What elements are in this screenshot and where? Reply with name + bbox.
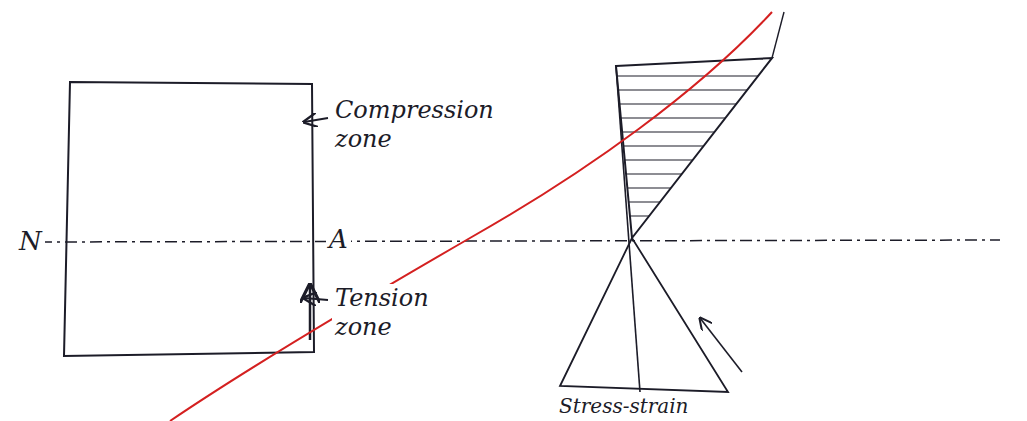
pointer-arrow [700, 318, 742, 372]
zone-label: Compression zone [332, 96, 508, 154]
hatching [600, 76, 790, 216]
neutral-axis [40, 240, 1000, 242]
beam-section [64, 82, 314, 356]
tension-triangle [560, 238, 728, 392]
axis-letter: N [16, 226, 45, 257]
deflection-curve [170, 12, 772, 421]
diagram-caption: Stress-strain [556, 394, 691, 418]
section-line [616, 66, 640, 392]
zone-label: Tension zone [332, 284, 458, 342]
axis-letter: A [326, 224, 351, 255]
extension-line [772, 12, 784, 58]
leader-arrow [304, 298, 328, 300]
leader-arrow [304, 118, 328, 122]
